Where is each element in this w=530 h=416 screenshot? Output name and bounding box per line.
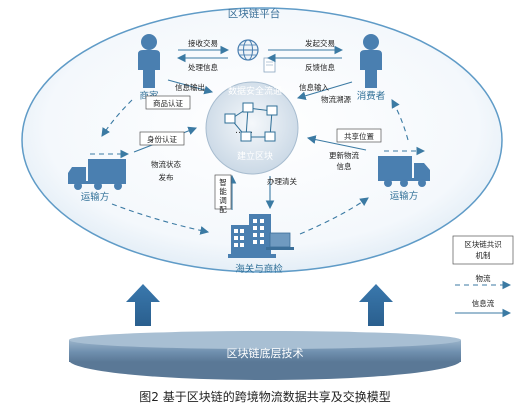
box-merchant-cert-text: 商品认证 <box>153 98 183 108</box>
laptop-icon <box>266 232 294 250</box>
customs-building-icon <box>228 214 276 258</box>
label-process-info: 处理信息 <box>188 62 218 72</box>
carrier-left-label: 运输方 <box>81 191 110 203</box>
info-arrows <box>133 45 367 210</box>
core-dots: …… <box>235 126 253 136</box>
smart-dispatch-text: 智能调配 <box>219 177 227 214</box>
globe-icon <box>237 39 259 61</box>
truck-right-icon <box>378 156 430 187</box>
label-customs-clearance: 办理清关 <box>267 176 297 186</box>
legend-logistics-label: 物流 <box>476 273 491 283</box>
merchant-person-icon <box>138 34 160 88</box>
label-publish: 发布 <box>159 172 174 182</box>
legend-info-label: 信息流 <box>472 298 495 308</box>
label-logistics-trace: 物流溯源 <box>321 94 351 104</box>
legend-consensus-box <box>452 235 514 265</box>
foundation-bar: 区块链底层技术 <box>69 331 461 380</box>
legend-consensus-text: 区块链共识机制 <box>464 239 502 260</box>
label-logistics-status: 物流状态 <box>151 159 181 169</box>
label-feedback-info: 反馈信息 <box>305 62 335 72</box>
up-arrow-left <box>126 284 160 326</box>
figure-caption: 图2 基于区块链的跨境物流数据共享及交换模型 <box>139 389 390 404</box>
logistics-arrows <box>90 99 426 235</box>
foundation-label: 区块链底层技术 <box>227 346 304 360</box>
label-receive-trade: 接收交易 <box>188 38 218 48</box>
box-shared-location: 共享位置 <box>336 128 382 143</box>
label-initiate-trade: 发起交易 <box>305 38 335 48</box>
customs-label: 海关与商检 <box>235 263 283 275</box>
core-bottom-label: 建立区块 <box>237 150 273 162</box>
document-icon <box>263 57 276 73</box>
box-smart-dispatch: 智能调配 <box>214 174 232 214</box>
carrier-right-label: 运输方 <box>390 190 419 202</box>
box-identity-auth: 身份认证 <box>139 131 185 146</box>
box-merchant-cert: 商品认证 <box>145 95 191 110</box>
label-info-input: 信息输入 <box>299 82 329 92</box>
label-info-output: 信息输出 <box>175 82 205 92</box>
consumer-person-icon <box>360 34 382 88</box>
label-info: 信息 <box>337 161 352 171</box>
label-update-logistics: 更新物流 <box>329 150 359 160</box>
core-circle: 数据安全流通 建立区块 …… <box>205 81 299 175</box>
consumer-label: 消费者 <box>357 90 386 102</box>
box-identity-auth-text: 身份认证 <box>147 134 177 144</box>
block-network <box>224 102 278 142</box>
truck-left-icon <box>68 159 126 190</box>
box-shared-location-text: 共享位置 <box>344 131 374 141</box>
up-arrow-right <box>359 284 393 326</box>
platform-title: 区块链平台 <box>228 7 281 20</box>
legend: 区块链共识机制 物流 信息流 <box>452 235 514 318</box>
core-top-label: 数据安全流通 <box>228 85 282 97</box>
